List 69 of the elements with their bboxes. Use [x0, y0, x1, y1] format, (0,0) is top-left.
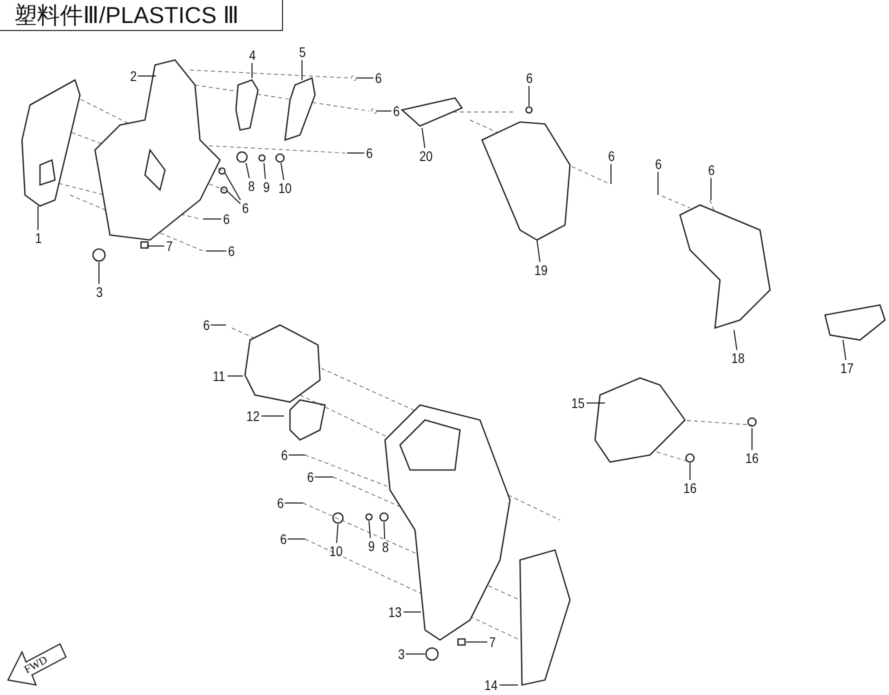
callout-number: 8 — [380, 539, 390, 555]
callout-number: 18 — [730, 350, 746, 366]
callout-number: 6 — [278, 531, 288, 547]
callout-number: 6 — [706, 162, 716, 178]
leader-line — [368, 520, 371, 538]
leader-line — [336, 524, 338, 544]
callout-number: 8 — [246, 178, 256, 194]
callout-number: 7 — [164, 238, 174, 254]
callout-number: 6 — [226, 243, 236, 259]
leader-line — [314, 476, 334, 478]
callout-number: 13 — [386, 604, 404, 620]
callout-number: 6 — [524, 70, 534, 86]
callout-number: 6 — [606, 148, 616, 164]
callout-number: 2 — [128, 68, 138, 84]
leader-line — [734, 330, 738, 350]
leader-line — [422, 128, 426, 148]
callout-number: 17 — [838, 360, 856, 376]
callout-number: 19 — [532, 262, 550, 278]
callout-number: 16 — [682, 480, 698, 496]
callout-number: 3 — [94, 284, 104, 300]
leader-line — [710, 178, 712, 200]
leader-line — [226, 190, 241, 204]
leader-line — [206, 250, 227, 252]
leader-line — [376, 110, 392, 112]
callout-number: 6 — [221, 211, 231, 227]
leader-line — [98, 262, 100, 284]
callout-number: 16 — [744, 450, 760, 466]
title: 塑料件Ⅲ/PLASTICS Ⅲ — [0, 0, 283, 31]
callout-number: 9 — [261, 179, 271, 195]
callout-number: 10 — [328, 543, 344, 559]
leader-line — [346, 152, 365, 154]
callout-number: 6 — [240, 200, 250, 216]
leader-line — [499, 684, 518, 686]
leader-line — [202, 218, 222, 220]
leader-line — [264, 162, 266, 180]
leader-line — [384, 522, 386, 540]
leader-line — [842, 340, 846, 360]
callout-number: 6 — [373, 70, 383, 86]
leader-line — [280, 162, 284, 180]
callout-number: 6 — [275, 495, 285, 511]
callout-number: 15 — [570, 395, 586, 411]
callout-number: 6 — [305, 469, 315, 485]
callout-number: 7 — [487, 634, 497, 650]
callout-number: 1 — [33, 230, 43, 246]
callout-number: 6 — [653, 156, 663, 172]
leader-line — [287, 538, 306, 540]
leader-line — [586, 402, 606, 404]
leader-line — [536, 240, 540, 262]
callout-number: 6 — [201, 317, 211, 333]
leader-line — [528, 86, 530, 106]
leader-line — [246, 162, 250, 178]
callout-number: 3 — [396, 646, 406, 662]
leader-line — [288, 454, 306, 456]
callout-number: 6 — [391, 103, 401, 119]
callout-number: 4 — [247, 47, 257, 63]
callout-number: 12 — [244, 408, 262, 424]
leader-line — [224, 172, 241, 200]
callout-number: 5 — [297, 44, 307, 60]
callout-number: 11 — [210, 368, 228, 384]
callout-number: 6 — [364, 145, 374, 161]
callout-number: 10 — [276, 180, 294, 196]
leader-line — [610, 164, 612, 184]
callout-number: 20 — [418, 148, 434, 164]
callout-number: 14 — [482, 677, 500, 693]
callout-number: 9 — [366, 538, 376, 554]
direction-label: FWD — [22, 654, 50, 676]
leader-line — [284, 502, 304, 504]
callout-number: 6 — [279, 447, 289, 463]
leader-line — [210, 324, 226, 326]
